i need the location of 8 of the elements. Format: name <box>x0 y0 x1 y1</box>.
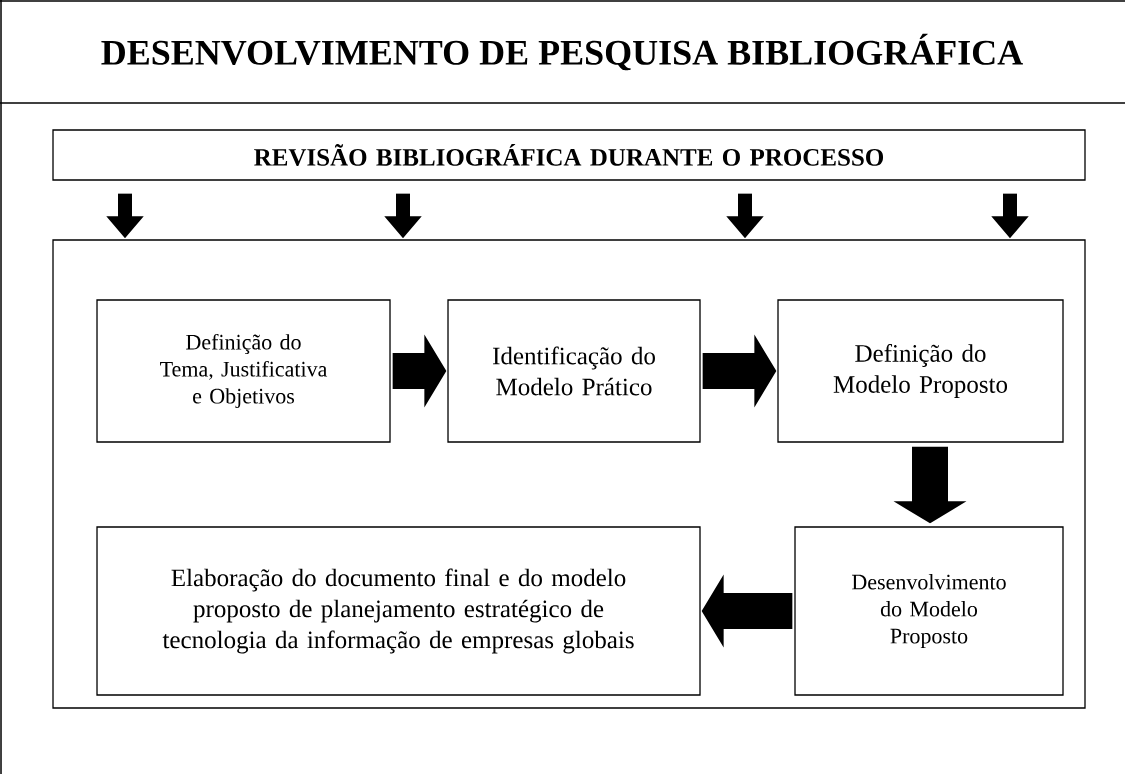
container-box <box>52 239 1086 709</box>
process-box: Elaboração do documento final e do modelo proposto de planejamento estratégico de tecnologia da informação de empresas globais <box>96 526 701 696</box>
process-box: Definição do Modelo Proposto <box>777 299 1064 443</box>
banner-box: REVISÃO BIBLIOGRÁFICA DURANTE O PROCESSO <box>52 129 1086 181</box>
title: DESENVOLVIMENTO DE PESQUISA BIBLIOGRÁFICA <box>101 33 1023 71</box>
process-box: Definição do Tema, Justificativa e Objetivos <box>96 299 391 443</box>
process-box: Identificação do Modelo Prático <box>447 299 701 443</box>
process-box: Desenvolvimento do Modelo Proposto <box>794 526 1064 696</box>
